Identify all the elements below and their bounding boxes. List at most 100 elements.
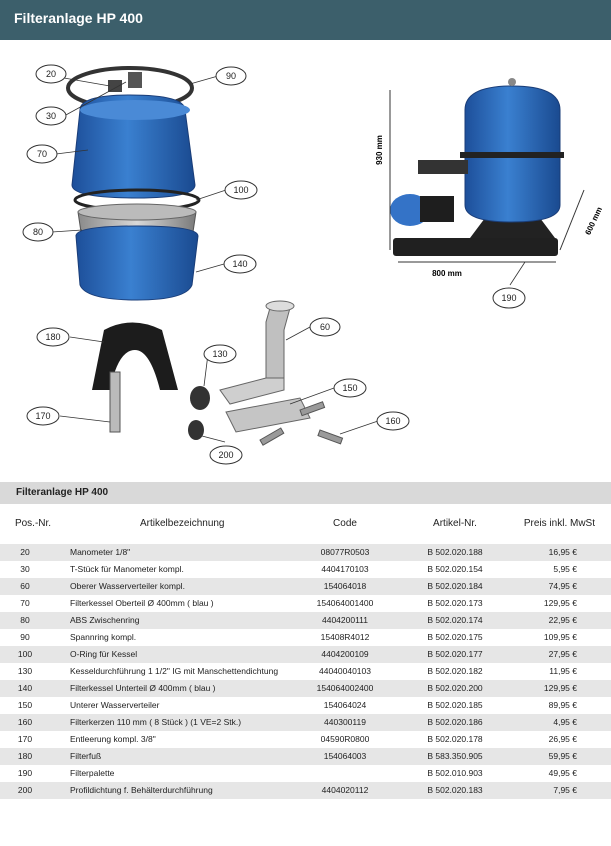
cell-art: B 502.020.183: [427, 785, 483, 795]
cell-art: B 502.010.903: [427, 768, 483, 778]
table-row: 130 Kesseldurchführung 1 1/2" IG mit Mans…: [0, 663, 611, 680]
cell-code: 154064002400: [316, 683, 374, 693]
cell-price: 4,95 €: [553, 717, 577, 727]
upper-distributor: [265, 307, 291, 379]
cell-desc: Unterer Wasserverteiler: [70, 700, 160, 710]
svg-text:140: 140: [232, 259, 247, 269]
svg-text:100: 100: [233, 185, 248, 195]
svg-text:90: 90: [226, 71, 236, 81]
dim-width: 800 mm: [432, 269, 462, 278]
callout-200: 200: [209, 445, 243, 465]
cell-code: 04590R0800: [320, 734, 370, 744]
svg-text:130: 130: [212, 349, 227, 359]
callout-20: 20: [35, 64, 67, 84]
tank-bottom-shell: [75, 225, 199, 301]
cell-desc: Filterkerzen 110 mm ( 8 Stück ) (1 VE=2 …: [70, 717, 242, 727]
cell-desc: Filterkessel Oberteil Ø 400mm ( blau ): [70, 598, 214, 608]
svg-text:150: 150: [342, 383, 357, 393]
cell-pos: 20: [20, 547, 30, 557]
cell-desc: Kesseldurchführung 1 1/2" IG mit Mansche…: [70, 666, 279, 676]
callout-150: 150: [333, 378, 367, 398]
cell-pos: 60: [20, 581, 30, 591]
cell-art: B 502.020.184: [427, 581, 483, 591]
cell-price: 49,95 €: [548, 768, 577, 778]
cell-desc: Oberer Wasserverteiler kompl.: [70, 581, 185, 591]
cell-pos: 140: [17, 683, 33, 693]
svg-text:80: 80: [33, 227, 43, 237]
cell-art: B 502.020.154: [427, 564, 483, 574]
header-price: Preis inkl. MwSt: [523, 518, 595, 529]
assembled-unit: [390, 78, 564, 256]
cell-price: 109,95 €: [543, 632, 577, 642]
svg-text:170: 170: [35, 411, 50, 421]
table-header: Pos.-Nr. Artikelbezeichnung Code Artikel…: [0, 513, 611, 533]
drain-part: [109, 371, 121, 433]
callout-30: 30: [35, 106, 67, 126]
svg-text:180: 180: [45, 332, 60, 342]
cell-pos: 150: [17, 700, 33, 710]
cell-pos: 70: [20, 598, 30, 608]
cell-pos: 170: [17, 734, 33, 744]
tank-top-shell: [71, 94, 196, 199]
cell-price: 27,95 €: [548, 649, 577, 659]
header-code: Code: [333, 518, 357, 529]
cell-price: 11,95 €: [549, 666, 577, 676]
callout-180: 180: [36, 327, 70, 347]
callout-130: 130: [203, 344, 237, 364]
cell-desc: Filterpalette: [70, 768, 115, 778]
cell-pos: 130: [17, 666, 33, 676]
table-row: 200 Profildichtung f. Behälterdurchführun…: [0, 782, 611, 799]
cell-art: B 502.020.178: [427, 734, 483, 744]
callout-90: 90: [215, 66, 247, 86]
section-title: Filteranlage HP 400: [16, 487, 109, 498]
cell-pos: 200: [17, 785, 33, 795]
callout-190: 190: [492, 287, 526, 309]
svg-text:190: 190: [501, 293, 516, 303]
header-pos: Pos.-Nr.: [14, 518, 52, 529]
cell-price: 129,95 €: [543, 683, 577, 693]
cell-pos: 90: [20, 632, 30, 642]
cell-desc: T-Stück für Manometer kompl.: [70, 564, 184, 574]
svg-text:60: 60: [320, 322, 330, 332]
manometer-part: [108, 80, 122, 92]
filter-foot: [92, 322, 178, 390]
table-row: 70 Filterkessel Oberteil Ø 400mm ( blau )…: [0, 595, 611, 612]
page-title: Filteranlage HP 400: [14, 10, 143, 26]
bulkhead-fitting: [190, 386, 210, 410]
cell-art: B 502.020.173: [427, 598, 483, 608]
cell-pos: 80: [20, 615, 30, 625]
table-row: 140 Filterkessel Unterteil Ø 400mm ( blau…: [0, 680, 611, 697]
cell-code: 4404170103: [321, 564, 369, 574]
profile-seal: [188, 420, 204, 440]
cell-price: 7,95 €: [553, 785, 577, 795]
page-header: Filteranlage HP 400: [0, 0, 611, 40]
cell-code: 15408R4012: [320, 632, 370, 642]
cell-desc: Spannring kompl.: [70, 632, 137, 642]
cell-desc: Filterkessel Unterteil Ø 400mm ( blau ): [70, 683, 216, 693]
filter-candles: [259, 401, 344, 446]
cell-art: B 502.020.200: [427, 683, 483, 693]
cell-art: B 502.020.188: [427, 547, 483, 557]
callout-80: 80: [22, 222, 54, 242]
cell-price: 129,95 €: [543, 598, 577, 608]
cell-pos: 180: [17, 751, 33, 761]
cell-price: 5,95 €: [553, 564, 577, 574]
lower-distributor: [225, 397, 311, 433]
cell-art: B 502.020.186: [427, 717, 483, 727]
cell-art: B 583.350.905: [427, 751, 483, 761]
table-row: 170 Entleerung kompl. 3/8" 04590R0800 B 502…: [0, 731, 611, 748]
cell-desc: Profildichtung f. Behälterdurchführung: [70, 785, 213, 795]
cell-code: 4404020112: [321, 785, 369, 795]
cell-desc: Entleerung kompl. 3/8": [70, 734, 156, 744]
cell-code: 08077R0503: [320, 547, 370, 557]
cell-desc: O-Ring für Kessel: [70, 649, 138, 659]
cell-art: B 502.020.177: [427, 649, 483, 659]
cell-art: B 502.020.175: [427, 632, 483, 642]
svg-text:160: 160: [385, 416, 400, 426]
cell-art: B 502.020.182: [427, 666, 483, 676]
